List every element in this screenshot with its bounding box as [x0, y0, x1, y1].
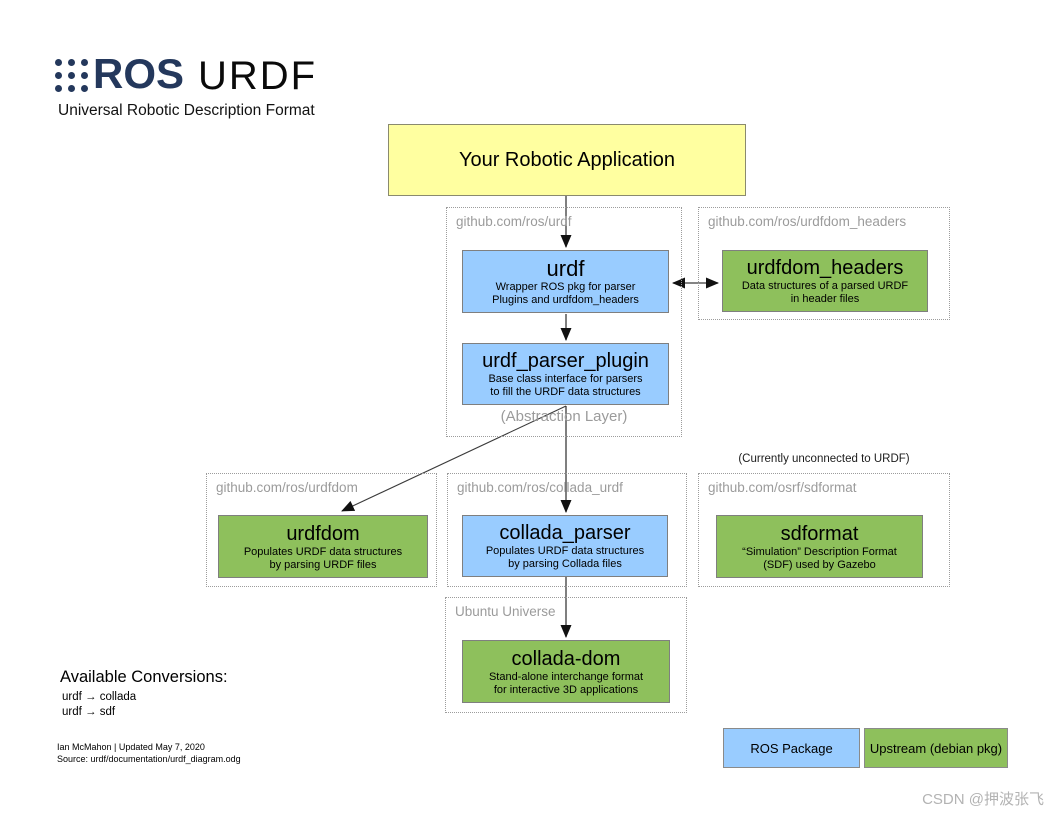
conversion-item: urdf → collada [62, 691, 137, 703]
group-github-ros-urdfdom-headers: github.com/ros/urdfdom_headers [698, 207, 950, 320]
legend-ros-package: ROS Package [723, 728, 860, 768]
node-collada-parser: collada_parser Populates URDF data struc… [462, 515, 668, 577]
node-title: collada-dom [511, 647, 621, 670]
your-robotic-application-box: Your Robotic Application [388, 124, 746, 196]
group-label: github.com/ros/collada_urdf [457, 480, 623, 495]
node-desc: Data structures of a parsed URDF in head… [742, 280, 908, 306]
node-desc-line: to fill the URDF data structures [490, 386, 641, 398]
group-label: github.com/ros/urdf [456, 214, 572, 229]
unconnected-note: (Currently unconnected to URDF) [738, 453, 910, 465]
node-desc-line: by parsing URDF files [269, 558, 377, 571]
node-desc: Wrapper ROS pkg for parser Plugins and u… [492, 281, 639, 307]
node-urdf: urdf Wrapper ROS pkg for parser Plugins … [462, 250, 669, 313]
node-desc-line: Data structures of a parsed URDF [741, 280, 909, 292]
node-desc-line: Populates URDF data structures [243, 545, 403, 558]
group-github-ros-urdf: github.com/ros/urdf [446, 207, 682, 437]
group-label: github.com/ros/urdfdom_headers [708, 214, 907, 229]
group-github-ros-urdfdom: github.com/ros/urdfdom [206, 473, 437, 587]
node-collada-dom: collada-dom Stand-alone interchange form… [462, 640, 670, 703]
group-github-ros-collada-urdf: github.com/ros/collada_urdf [447, 473, 687, 587]
node-desc-line: Plugins and urdfdom_headers [492, 293, 639, 306]
conversion-item: urdf → sdf [62, 706, 116, 718]
abstraction-layer-label: (Abstraction Layer) [500, 408, 628, 425]
legend-label: ROS Package [750, 740, 833, 756]
node-desc-line: Base class interface for parsers [488, 373, 643, 385]
node-title: urdfdom [286, 522, 360, 545]
node-desc-line: (SDF) used by Gazebo [763, 558, 876, 571]
group-label: github.com/osrf/sdformat [708, 480, 857, 495]
ros-logo-text: ROS [93, 50, 185, 97]
source-line: Source: urdf/documentation/urdf_diagram.… [57, 754, 241, 764]
node-desc: Base class interface for parsers to fill… [488, 373, 642, 399]
legend-label: Upstream (debian pkg) [869, 740, 1003, 756]
node-desc: Stand-alone interchange format for inter… [489, 671, 643, 697]
node-urdfdom-headers: urdfdom_headers Data structures of a par… [722, 250, 928, 312]
node-desc-line: Wrapper ROS pkg for parser [495, 280, 636, 293]
group-label: Ubuntu Universe [455, 604, 556, 619]
node-title: collada_parser [499, 522, 631, 544]
page-title: URDF [198, 54, 318, 98]
group-github-osrf-sdformat: github.com/osrf/sdformat [698, 473, 950, 587]
node-desc: “Simulation” Description Format (SDF) us… [742, 546, 897, 572]
credit-line: Ian McMahon | Updated May 7, 2020 [57, 742, 205, 752]
csdn-watermark: CSDN @押波张飞 [922, 791, 1044, 808]
node-title: urdf_parser_plugin [482, 350, 649, 372]
node-desc: Populates URDF data structures by parsin… [486, 545, 644, 571]
node-desc: Populates URDF data structures by parsin… [244, 546, 402, 572]
node-desc-line: in header files [790, 293, 860, 305]
group-label: github.com/ros/urdfdom [216, 480, 358, 495]
available-conversions-heading: Available Conversions: [60, 668, 228, 686]
node-desc-line: for interactive 3D applications [493, 683, 639, 696]
ros-logo-icon [55, 59, 88, 92]
node-urdf-parser-plugin: urdf_parser_plugin Base class interface … [462, 343, 669, 405]
node-urdfdom: urdfdom Populates URDF data structures b… [218, 515, 428, 578]
legend-upstream-package: Upstream (debian pkg) [864, 728, 1008, 768]
credit-note: Ian McMahon | Updated May 7, 2020 Source… [57, 741, 241, 765]
app-box-label: Your Robotic Application [458, 148, 676, 171]
node-desc-line: Populates URDF data structures [485, 545, 645, 557]
node-desc-line: “Simulation” Description Format [742, 545, 897, 558]
node-desc-line: by parsing Collada files [508, 558, 622, 570]
group-ubuntu-universe: Ubuntu Universe [445, 597, 687, 713]
node-title: urdf [546, 255, 585, 281]
node-title: sdformat [780, 522, 859, 545]
node-desc-line: Stand-alone interchange format [488, 670, 644, 683]
node-sdformat: sdformat “Simulation” Description Format… [716, 515, 923, 578]
node-title: urdfdom_headers [746, 257, 904, 279]
page-subtitle: Universal Robotic Description Format [58, 102, 315, 119]
